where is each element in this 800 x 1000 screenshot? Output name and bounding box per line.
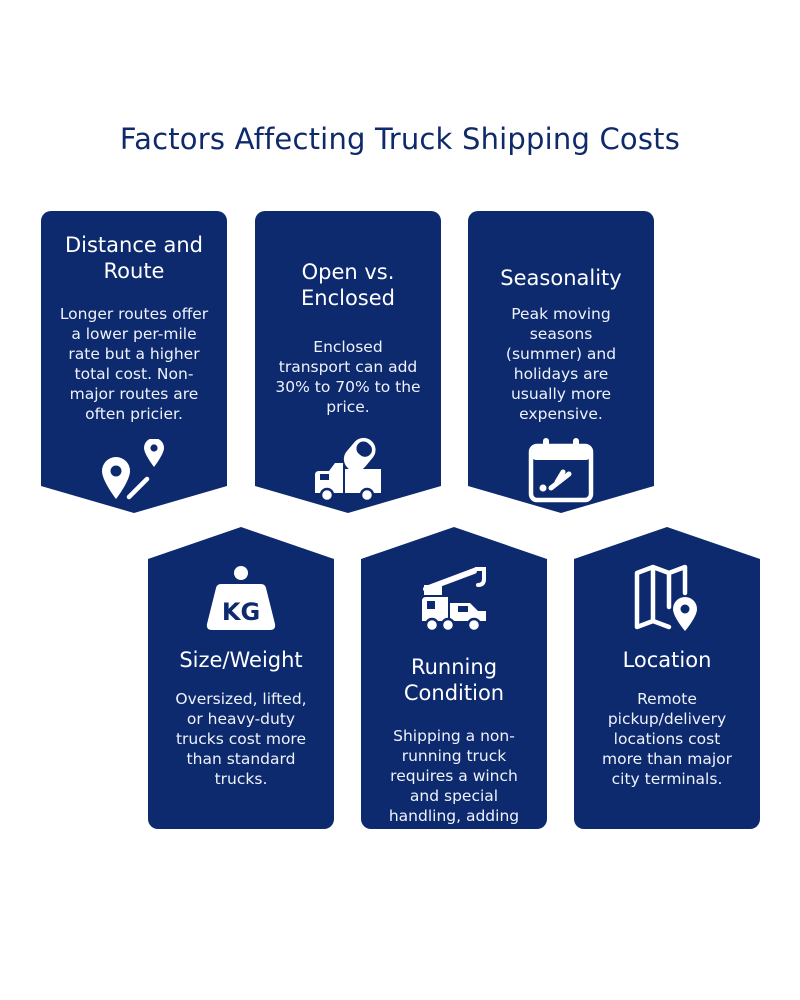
card-description: Longer routes offer a lower per-mile rat…	[59, 305, 209, 423]
card-size-weight: KG Size/Weight Oversized, lifted, or hea…	[148, 527, 334, 829]
enclosed-truck-icon	[313, 433, 383, 503]
card-title: Seasonality	[500, 266, 622, 290]
card-title: Distance and Route	[64, 233, 203, 283]
card-description: Remote pickup/delivery locations cost mo…	[602, 690, 732, 788]
card-description: Shipping a non- running truck requires a…	[388, 727, 520, 845]
card-description: Peak moving seasons (summer) and holiday…	[505, 305, 617, 423]
kg-weight-icon: KG	[205, 564, 277, 632]
tow-truck-icon	[418, 565, 490, 633]
card-description: Enclosed transport can add 30% to 70% to…	[275, 338, 421, 416]
location-route-icon	[99, 439, 169, 503]
card-title: Size/Weight	[179, 648, 303, 672]
page-title: Factors Affecting Truck Shipping Costs	[119, 122, 681, 156]
map-pin-icon	[631, 563, 703, 635]
card-title: Location	[622, 648, 712, 672]
card-title: Running Condition	[403, 655, 505, 705]
kg-label: KG	[222, 598, 260, 626]
calendar-icon	[527, 436, 595, 504]
card-running-condition: Running Condition Shipping a non- runnin…	[361, 527, 547, 829]
card-distance-route: Distance and Route Longer routes offer a…	[41, 211, 227, 513]
card-title: Open vs. Enclosed	[301, 260, 395, 310]
card-open-enclosed: Open vs. Enclosed Enclosed transport can…	[255, 211, 441, 513]
card-description: Oversized, lifted, or heavy-duty trucks …	[175, 690, 307, 788]
card-seasonality: Seasonality Peak moving seasons (summer)…	[468, 211, 654, 513]
card-location: Location Remote pickup/delivery location…	[574, 527, 760, 829]
